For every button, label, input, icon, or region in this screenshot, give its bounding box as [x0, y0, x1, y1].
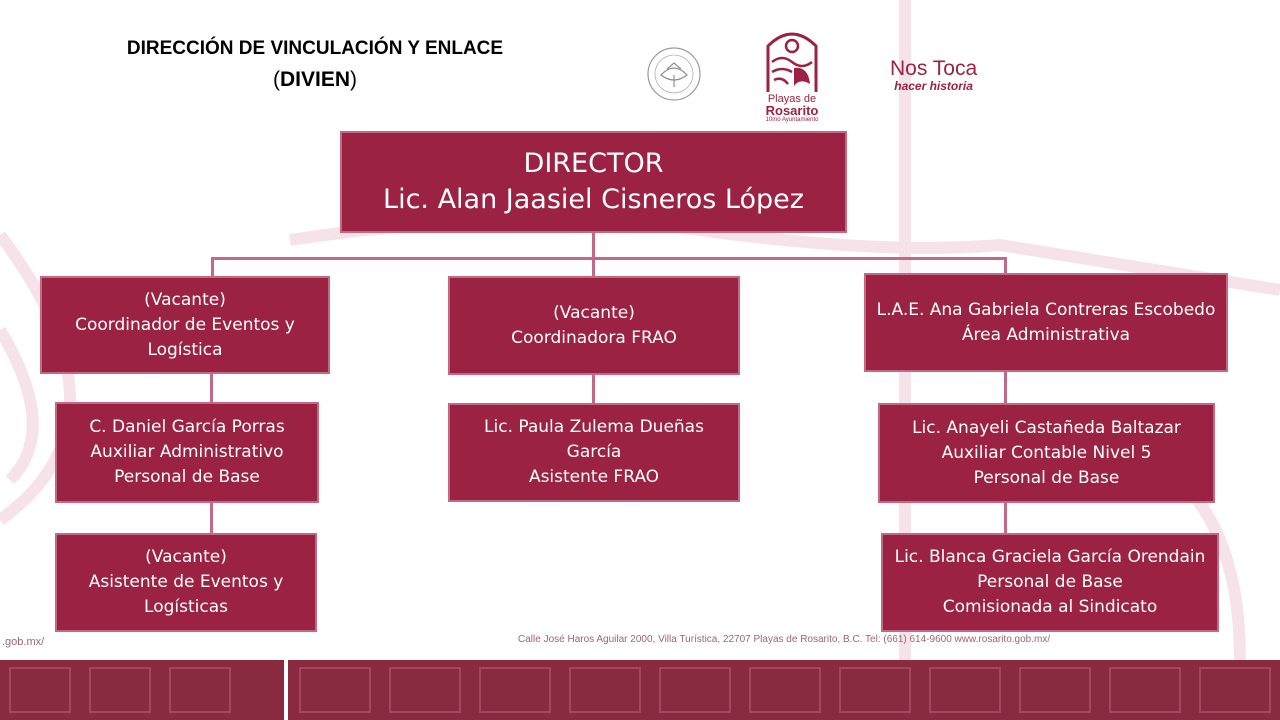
director-box: DIRECTOR Lic. Alan Jaasiel Cisneros Lópe… — [340, 131, 847, 233]
connector-to-right-column — [1004, 257, 1007, 275]
union-commissioned-box: Lic. Blanca Graciela García Orendain Per… — [881, 533, 1219, 632]
playas-de-rosarito-wordmark: Playas de Rosarito 10mo Ayuntamiento — [760, 93, 824, 124]
accounting-assistant-box: Lic. Anayeli Castañeda Baltazar Auxiliar… — [878, 403, 1215, 503]
box-line: Asistente de Eventos y — [88, 572, 284, 592]
box-line: Área Administrativa — [961, 324, 1131, 345]
box-line: Personal de Base — [977, 572, 1123, 592]
connector-left-1-2 — [210, 373, 213, 403]
nos-toca-logo: Nos Toca hacer historia — [890, 58, 977, 93]
box-line: Auxiliar Administrativo — [90, 442, 284, 462]
box-line: Logísticas — [144, 597, 228, 617]
connector-right-2-3 — [1004, 502, 1007, 535]
box-line: Logística — [147, 339, 223, 360]
playas-line-1: Playas de — [767, 93, 817, 105]
nos-toca-line-2: hacer historia — [894, 79, 973, 93]
director-name: Lic. Alan Jaasiel Cisneros López — [383, 184, 804, 215]
box-line: L.A.E. Ana Gabriela Contreras Escobedo — [876, 299, 1216, 320]
administrative-area-box: L.A.E. Ana Gabriela Contreras Escobedo Á… — [864, 273, 1228, 372]
box-line: Personal de Base — [973, 467, 1120, 488]
administrative-assistant-box: C. Daniel García Porras Auxiliar Adminis… — [55, 402, 319, 503]
box-line: Asistente FRAO — [528, 467, 660, 487]
box-line: Coordinador de Eventos y — [75, 314, 295, 335]
box-line: Lic. Anayeli Castañeda Baltazar — [912, 417, 1181, 438]
seal-logo — [647, 47, 701, 101]
box-line: Personal de Base — [114, 467, 260, 487]
subtitle-acronym: DIVIEN — [279, 68, 350, 91]
page-subtitle: (DIVIEN) — [60, 68, 570, 92]
box-line: Auxiliar Contable Nivel 5 — [941, 442, 1152, 463]
box-line: (Vacante) — [145, 547, 227, 567]
connector-center-1-2 — [592, 374, 595, 404]
connector-to-center-column — [592, 257, 595, 277]
box-line: (Vacante) — [144, 289, 226, 310]
box-line: Comisionada al Sindicato — [942, 597, 1158, 617]
connector-horizontal-bus — [211, 257, 1007, 260]
playas-line-2: Rosarito — [765, 103, 819, 118]
box-line: Coordinadora FRAO — [511, 327, 677, 348]
box-line: (Vacante) — [553, 302, 635, 323]
coordinator-events-box: (Vacante) Coordinador de Eventos y Logís… — [40, 276, 330, 374]
box-line: C. Daniel García Porras — [89, 417, 285, 437]
frao-coordinator-box: (Vacante) Coordinadora FRAO — [448, 276, 740, 375]
footer-url-fragment: .gob.mx/ — [2, 636, 45, 648]
subtitle-close-paren: ) — [350, 68, 357, 91]
connector-director-down — [592, 232, 595, 260]
frao-assistant-box: Lic. Paula Zulema Dueñas García Asistent… — [448, 403, 740, 502]
footer-address: Calle José Haros Aguilar 2000, Villa Tur… — [518, 634, 1051, 645]
nos-toca-line-1: Nos Toca — [890, 57, 978, 80]
subtitle-open-paren: ( — [272, 68, 280, 91]
connector-to-left-column — [211, 257, 214, 277]
playas-de-rosarito-logo — [766, 32, 818, 92]
box-line: Lic. Blanca Graciela García Orendain — [894, 547, 1206, 567]
box-line: Lic. Paula Zulema Dueñas — [484, 417, 704, 437]
page-title: DIRECCIÓN DE VINCULACIÓN Y ENLACE — [126, 38, 504, 59]
director-title: DIRECTOR — [523, 148, 664, 179]
events-assistant-box: (Vacante) Asistente de Eventos y Logísti… — [55, 533, 317, 632]
playas-line-3: 10mo Ayuntamiento — [765, 117, 819, 123]
connector-right-1-2 — [1004, 371, 1007, 404]
box-line: García — [566, 442, 622, 462]
connector-left-2-3 — [210, 502, 213, 534]
